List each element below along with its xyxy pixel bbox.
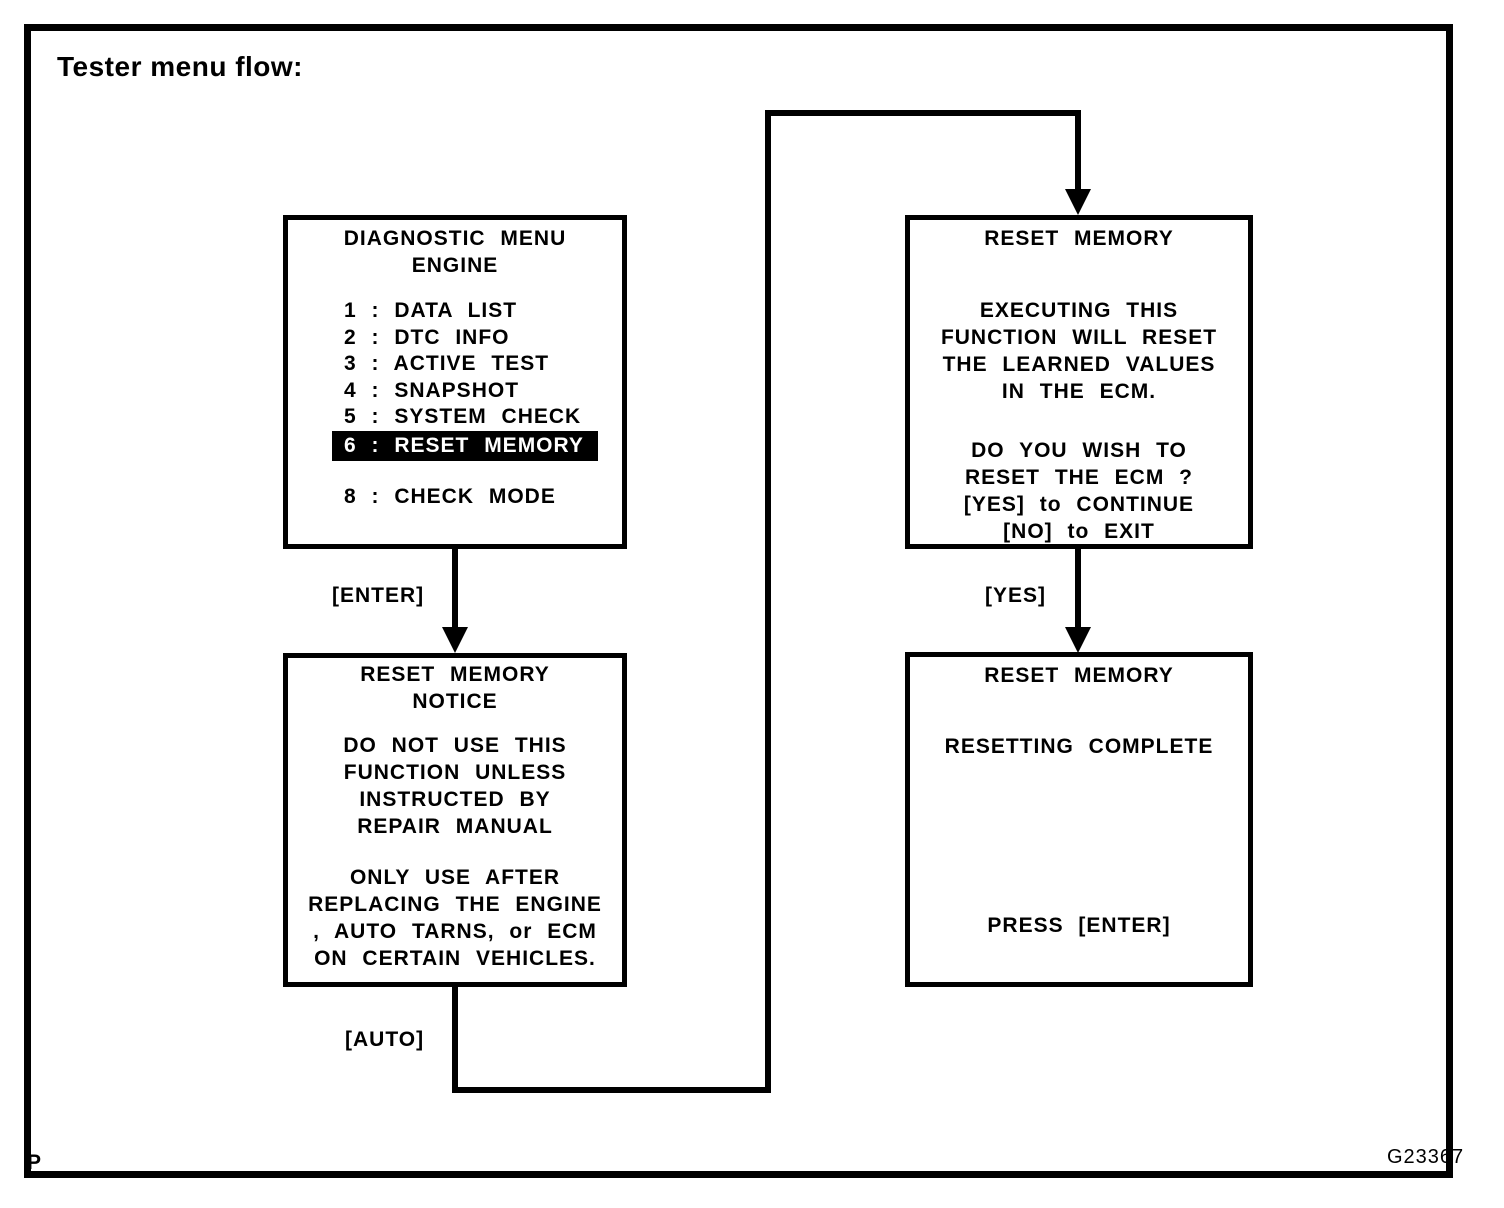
yes-arrowhead-icon [1065,627,1091,653]
reset-complete-title: RESET MEMORY [984,664,1174,687]
reset-notice-title: RESET MEMORY [360,663,550,686]
reset-confirm-text-line: FUNCTION WILL RESET [940,326,1218,349]
menu-item-reset-memory-selected: 6 : RESET MEMORY [332,430,598,461]
reset-notice-text-line: FUNCTION UNLESS [343,761,567,784]
page-title: Tester menu flow: [57,51,304,82]
reset-confirm-question-line: RESET THE ECM ? [964,466,1193,489]
diagnostic-menu-subtitle: ENGINE [411,254,499,277]
reset-memory-confirm-screen: RESET MEMORY EXECUTING THIS FUNCTION WIL… [905,215,1253,549]
menu-item-system-check: 5 : SYSTEM CHECK [344,405,582,429]
page-corner-mark: P [27,1151,42,1174]
reset-notice-usage-line: REPLACING THE ENGINE [308,893,602,916]
diagnostic-menu-title: DIAGNOSTIC MENU [343,227,567,250]
figure-code: G23367 [1387,1146,1465,1168]
auto-key-label: [AUTO] [345,1028,425,1051]
reset-complete-status: RESETTING COMPLETE [944,735,1214,758]
menu-item-check-mode: 8 : CHECK MODE [344,484,556,508]
reset-confirm-question-line: DO YOU WISH TO [971,439,1187,462]
reset-confirm-yes-option: [YES] to CONTINUE [963,493,1195,516]
reset-confirm-no-option: [NO] to EXIT [1003,520,1155,543]
yes-key-label: [YES] [985,584,1047,607]
reset-confirm-text-line: IN THE ECM. [1001,380,1157,403]
reset-notice-text-line: INSTRUCTED BY [359,788,551,811]
yes-arrow-line [1075,549,1081,629]
auto-connector-segment-right-top [765,110,1081,116]
reset-complete-prompt: PRESS [ENTER] [987,914,1171,937]
auto-arrowhead-icon [1065,189,1091,215]
enter-arrowhead-icon [442,627,468,653]
figure-border [24,24,1453,1178]
reset-notice-text-line: DO NOT USE THIS [343,734,567,757]
reset-confirm-text-line: EXECUTING THIS [979,299,1179,322]
diagnostic-menu-screen: DIAGNOSTIC MENU ENGINE 1 : DATA LIST 2 :… [283,215,627,549]
reset-notice-subtitle: NOTICE [412,690,498,713]
reset-confirm-text-line: THE LEARNED VALUES [942,353,1216,376]
auto-connector-segment-final-down [1075,110,1081,192]
reset-memory-notice-screen: RESET MEMORY NOTICE DO NOT USE THIS FUNC… [283,653,627,987]
auto-connector-segment-up [765,110,771,1093]
enter-key-label: [ENTER] [332,584,425,607]
enter-arrow-line [452,549,458,629]
auto-connector-segment-down [452,987,458,1093]
reset-complete-screen: RESET MEMORY RESETTING COMPLETE PRESS [E… [905,652,1253,987]
reset-notice-usage-line: ON CERTAIN VEHICLES. [314,947,596,970]
menu-item-snapshot: 4 : SNAPSHOT [344,378,520,402]
reset-notice-usage-line: ONLY USE AFTER [349,866,561,889]
reset-notice-text-line: REPAIR MANUAL [357,815,553,838]
menu-item-dtc-info: 2 : DTC INFO [344,325,510,349]
reset-notice-usage-line: , AUTO TARNS, or ECM [313,920,597,943]
selected-item-highlight: 6 : RESET MEMORY [332,430,598,461]
reset-confirm-title: RESET MEMORY [984,227,1174,250]
menu-item-active-test: 3 : ACTIVE TEST [344,352,550,376]
menu-item-data-list: 1 : DATA LIST [344,299,518,322]
auto-connector-segment-right-bottom [452,1087,771,1093]
diagnostic-menu-list: 1 : DATA LIST 2 : DTC INFO 3 : ACTIVE TE… [332,298,598,511]
